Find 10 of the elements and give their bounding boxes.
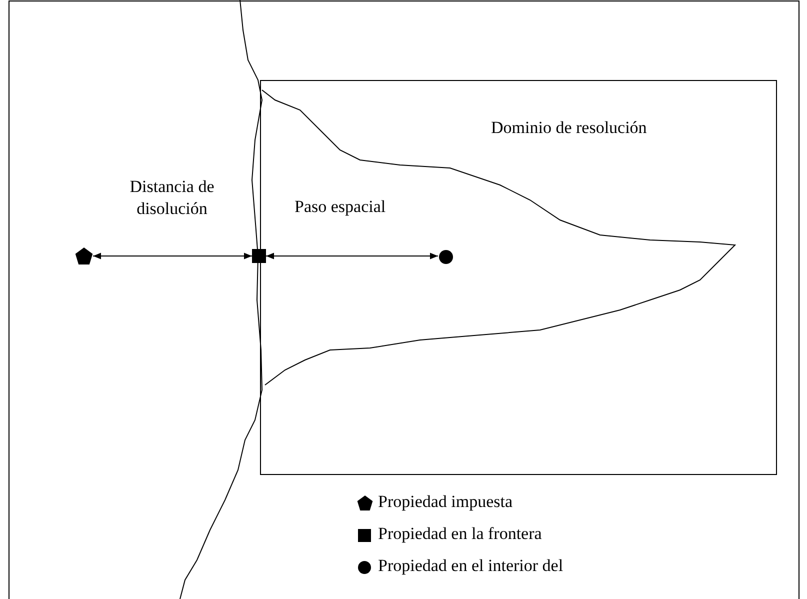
legend-text: Propiedad en el interior del — [378, 556, 564, 576]
legend-text: Propiedad impuesta — [378, 492, 513, 512]
double-arrow — [266, 252, 438, 260]
domain-rectangle — [260, 80, 777, 475]
circle-marker — [439, 250, 453, 264]
legend-text: Propiedad en la frontera — [378, 524, 542, 544]
domain-label: Dominio de resolución — [491, 118, 647, 138]
double-arrow — [92, 252, 252, 260]
pentagon-marker — [75, 247, 93, 265]
square-marker — [252, 249, 266, 263]
